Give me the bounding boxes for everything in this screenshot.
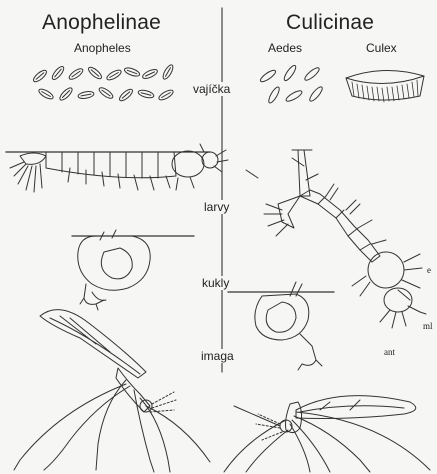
culex-label: Culex [366,42,397,54]
annotation-e: e [427,266,431,275]
stage-label-pupae: kukly [199,276,232,290]
culex-pupa [228,282,334,370]
anophelinae-heading: Anophelinae [42,12,161,33]
stage-label-eggs: vajíčka [190,82,233,96]
culex-adult [224,396,430,472]
anopheles-eggs [32,63,175,102]
anopheles-larva [6,144,228,192]
anopheles-pupa [72,230,194,310]
annotation-ant: ant [384,348,395,357]
stage-label-adults: imaga [198,349,237,363]
aedes-label: Aedes [268,42,302,54]
stage-label-larvae: larvy [201,200,232,214]
culex-larva [246,150,426,328]
anopheles-adult [14,310,210,472]
anopheles-label: Anopheles [74,42,131,54]
annotation-ml: ml [423,322,433,331]
aedes-eggs [259,64,324,104]
culex-egg-raft [346,70,424,102]
culicinae-heading: Culicinae [286,12,374,33]
